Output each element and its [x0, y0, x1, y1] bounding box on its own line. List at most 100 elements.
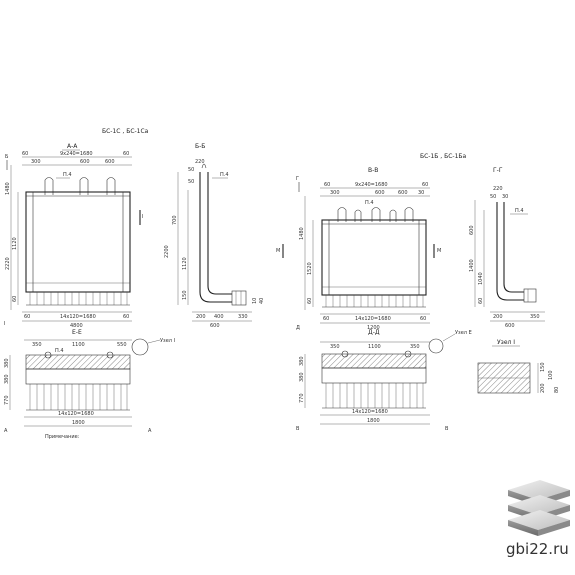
- r-side-mark-p4: П.4: [515, 208, 524, 214]
- section-dd-title: Д-Д: [368, 329, 380, 336]
- dim-bot-60b: 60: [123, 314, 129, 320]
- r-side-600: 600: [469, 225, 475, 235]
- r-dim-top-600a: 600: [375, 190, 385, 196]
- r-plan-350b: 350: [410, 344, 420, 350]
- r-dim-bot-60b: 60: [420, 316, 426, 322]
- r-plan-bot-chain: 14x120=1680: [352, 409, 388, 415]
- dim-left-2220: 2220: [5, 257, 11, 270]
- node-detail: Узел I 150 200 100 80: [477, 339, 560, 394]
- plan-left-380b: 380: [4, 374, 10, 384]
- section-gg-profile: Г-Г 220 50 30 П.4 600 1400 1040 60 200 3…: [469, 167, 545, 329]
- dim-top-chain: 9x240=1680: [60, 151, 93, 157]
- cut-letter-v: В: [296, 426, 300, 432]
- r-side-50: 50: [490, 194, 496, 200]
- dim-top-60: 60: [22, 151, 28, 157]
- r-side-bot-200: 200: [493, 314, 503, 320]
- node-detail-title: Узел I: [497, 339, 515, 346]
- r-dim-top-chain: 9x240=1680: [355, 182, 388, 188]
- watermark: gbi22.ru: [506, 480, 570, 558]
- r-side-bot-350: 350: [530, 314, 540, 320]
- side-dim-220: 220: [195, 159, 205, 165]
- section-bb-profile: Б-Б 220 50 50 П.4 10 40 700 2200 1120 15…: [164, 143, 265, 329]
- watermark-text: gbi22.ru: [506, 540, 569, 558]
- cut-letter-i-right: I: [142, 214, 143, 220]
- dim-top-600a: 600: [80, 159, 90, 165]
- r-side-bot-600: 600: [505, 323, 515, 329]
- cut-letter-g: Г: [296, 176, 299, 182]
- cut-letter-v-right: В: [445, 426, 449, 432]
- r-side-30: 30: [502, 194, 508, 200]
- r-plan-left-380: 380: [299, 356, 305, 366]
- r-dim-bot-60: 60: [323, 316, 329, 322]
- side-bot-600: 600: [210, 323, 220, 329]
- plan-bot-total: 1800: [72, 420, 85, 426]
- left-header: БС-1С , БС-1Са: [102, 128, 149, 135]
- r-side-1400: 1400: [469, 259, 475, 272]
- bottom-note: Примечание:: [45, 434, 80, 440]
- plan-dim-550: 550: [117, 342, 127, 348]
- r-dim-left-1480: 1480: [299, 227, 305, 240]
- mark-p4: П.4: [63, 172, 72, 178]
- section-ee-plan: Е-Е 350 1100 550 П.4 Узел I: [4, 329, 175, 440]
- section-vv-title: В-В: [368, 167, 378, 174]
- side-dim-50b: 50: [188, 179, 194, 185]
- r-mark-p4: П.4: [365, 200, 374, 206]
- node-callout-circle: [131, 338, 149, 356]
- cut-letter-d: Д: [296, 325, 300, 331]
- r-node-callout-circle: [428, 338, 444, 354]
- section-aa-elevation: А-А Б 60 300 9x240=1680 600 600 60 П.4: [4, 143, 143, 329]
- r-plan-bot-total: 1800: [367, 418, 380, 424]
- dim-bot-total: 4800: [70, 323, 83, 329]
- detail-dim-80: 80: [554, 387, 560, 393]
- side-dim-700: 700: [172, 215, 178, 225]
- dim-bot-chain: 14x120=1680: [60, 314, 96, 320]
- r-side-220: 220: [493, 186, 503, 192]
- section-vv-elevation: В-В Г 60 300 9x240=1680 600 600 30 60 П.…: [276, 167, 441, 331]
- r-dim-top-600b: 600: [398, 190, 408, 196]
- section-gg-title: Г-Г: [493, 167, 503, 174]
- side-dim-50: 50: [188, 167, 194, 173]
- r-plan-1100: 1100: [368, 344, 381, 350]
- right-header: БС-1Б , БС-1Ба: [420, 153, 467, 160]
- r-plan-left-380b: 380: [299, 372, 305, 382]
- r-dim-top-30: 30: [418, 190, 424, 196]
- plan-mark-p4: П.4: [55, 348, 64, 354]
- cut-letter-i: I: [4, 321, 5, 327]
- detail-dim-100: 100: [548, 370, 554, 380]
- side-dim-2200: 2200: [164, 245, 170, 258]
- section-aa-title: А-А: [67, 143, 78, 150]
- left-drawing-group: БС-1С , БС-1Са А-А Б 60 300 9x240=1680 6…: [4, 128, 265, 440]
- detail-dim-200: 200: [540, 383, 546, 393]
- cube-logo-icon: [508, 480, 570, 536]
- plan-dim-350: 350: [32, 342, 42, 348]
- side-small-40: 40: [259, 298, 265, 304]
- r-side-60: 60: [478, 298, 484, 304]
- r-dim-top-300: 300: [330, 190, 340, 196]
- dim-left-60: 60: [12, 296, 18, 302]
- r-dim-left-60: 60: [307, 298, 313, 304]
- plan-bot-chain: 14x120=1680: [58, 411, 94, 417]
- dim-left-1120: 1120: [12, 237, 18, 250]
- side-small-10: 10: [252, 298, 258, 304]
- section-bb-title: Б-Б: [195, 143, 205, 150]
- dim-left-1480: 1480: [5, 182, 11, 195]
- side-mark-p4: П.4: [220, 172, 229, 178]
- dim-top-300: 300: [31, 159, 41, 165]
- r-plan-left-770: 770: [299, 393, 305, 403]
- r-dim-left-1520: 1520: [307, 262, 313, 275]
- r-dim-top-60: 60: [324, 182, 330, 188]
- side-dim-1120: 1120: [182, 257, 188, 270]
- detail-dim-150: 150: [540, 362, 546, 372]
- dim-bot-60: 60: [24, 314, 30, 320]
- cut-letter-b: Б: [5, 154, 9, 160]
- r-side-1040: 1040: [478, 272, 484, 285]
- plan-left-380: 380: [4, 358, 10, 368]
- r-dim-top-60b: 60: [422, 182, 428, 188]
- dim-top-60b: 60: [123, 151, 129, 157]
- r-dim-bot-chain: 14x120=1680: [355, 316, 391, 322]
- r-dim-bot-total: 1200: [367, 325, 380, 331]
- plan-dim-1100: 1100: [72, 342, 85, 348]
- right-drawing-group: БС-1Б , БС-1Ба В-В Г 60 300 9x240=1680 6…: [276, 153, 560, 432]
- side-bot-400: 400: [214, 314, 224, 320]
